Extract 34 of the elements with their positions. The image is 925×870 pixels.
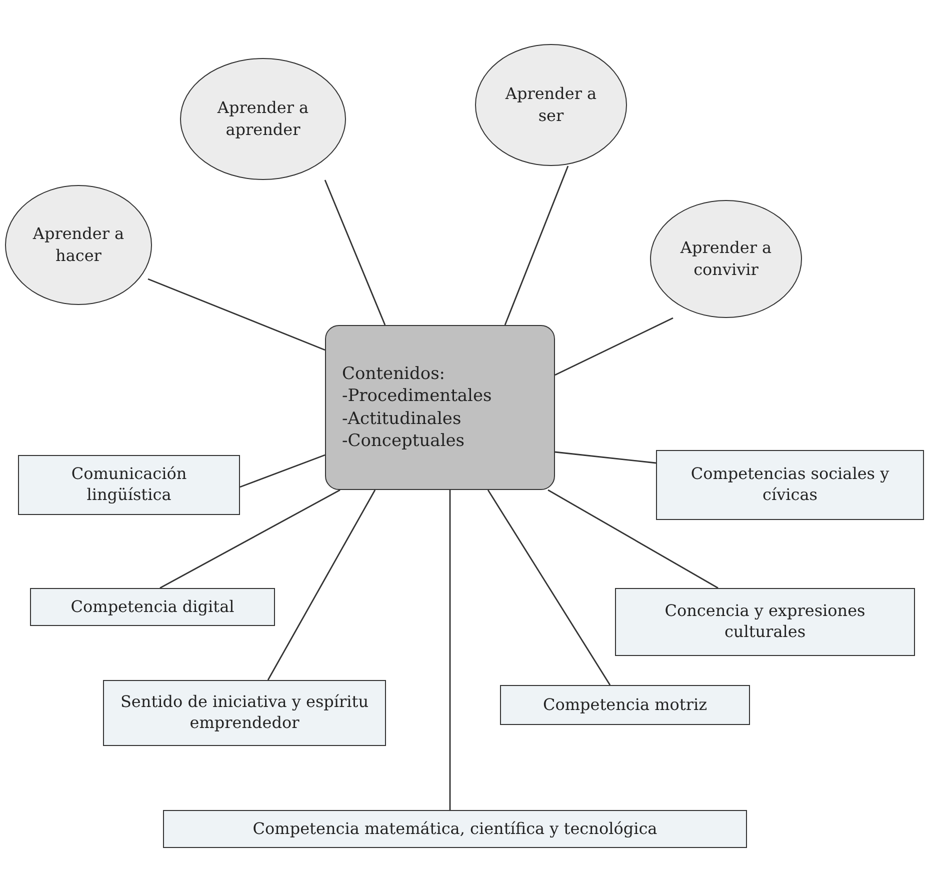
list-item: -Conceptuales xyxy=(342,430,465,452)
competence-box xyxy=(30,588,275,626)
node-label: Competencia motriz xyxy=(542,694,708,716)
connector-line xyxy=(160,489,340,589)
node-label: Aprender a aprender xyxy=(216,97,310,141)
content-box xyxy=(325,325,555,490)
connector-line xyxy=(548,489,718,589)
connector-line xyxy=(148,278,326,351)
connector-line xyxy=(267,490,376,680)
node-label: Sentido de iniciativa y espíritu emprendedor xyxy=(119,692,370,734)
competence-box xyxy=(18,455,240,515)
connector-line xyxy=(449,490,451,810)
competence-box xyxy=(163,810,747,848)
box-heading: Contenidos: xyxy=(342,363,446,386)
node-label: Aprender a ser xyxy=(504,83,598,127)
node-label: Competencia matemática, científica y tecnológica xyxy=(252,818,658,840)
node-label: Competencia digital xyxy=(70,596,234,618)
node-label: Competencias sociales y cívicas xyxy=(690,464,890,506)
competence-box xyxy=(656,450,924,520)
competence-box xyxy=(500,685,750,725)
connector-line xyxy=(240,454,326,488)
node-label: Comunicación lingüística xyxy=(70,464,188,506)
connector-line xyxy=(554,317,674,376)
node-label: Aprender a convivir xyxy=(679,237,773,281)
connector-line xyxy=(554,451,656,464)
node-label: Concencia y expresiones culturales xyxy=(664,601,866,643)
connector-line xyxy=(324,180,386,326)
competence-box xyxy=(615,588,915,656)
competence-box xyxy=(103,680,386,746)
node-label: Aprender a hacer xyxy=(32,223,126,267)
connector-line xyxy=(504,166,569,326)
connector-line xyxy=(487,490,611,686)
list-item: -Actitudinales xyxy=(342,408,462,430)
list-item: -Procedimentales xyxy=(342,385,492,408)
